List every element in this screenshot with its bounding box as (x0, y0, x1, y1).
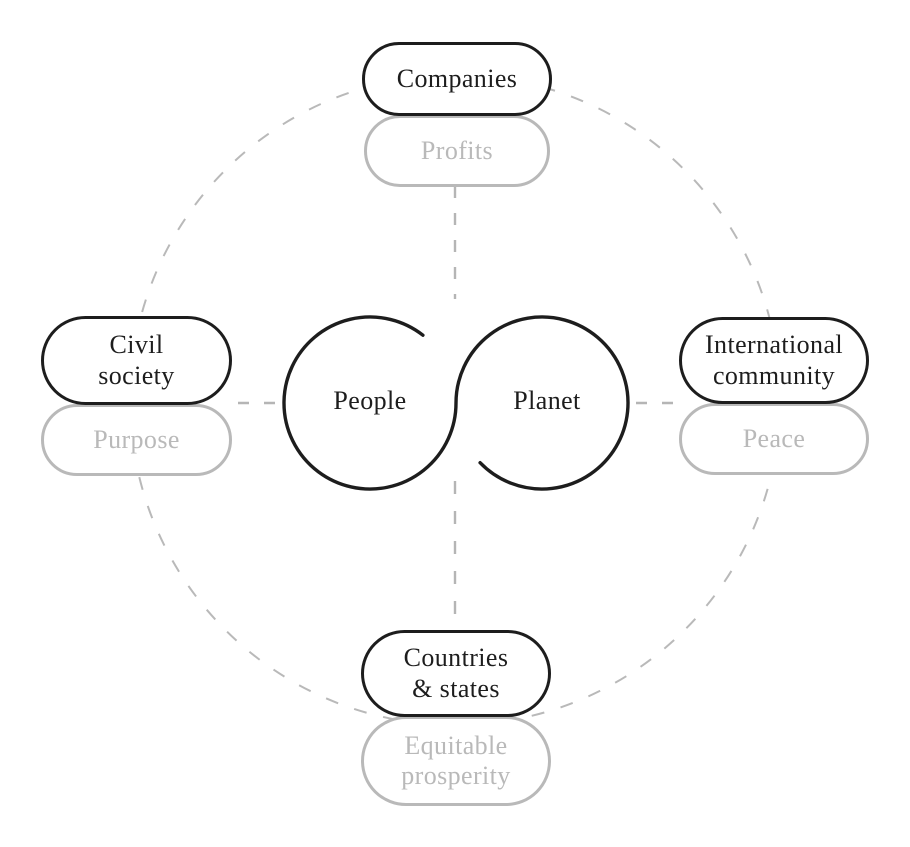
people-planet-s-curve (282, 315, 630, 491)
node-peace: Peace (679, 403, 869, 475)
node-equitable-prosperity: Equitable prosperity (361, 716, 551, 806)
node-international-community: International community (679, 317, 869, 404)
node-companies: Companies (362, 42, 552, 116)
planet-label: Planet (513, 386, 581, 415)
node-countries-states: Countries & states (361, 630, 551, 717)
people-label: People (333, 386, 407, 415)
node-purpose: Purpose (41, 404, 232, 476)
node-civil-society: Civil society (41, 316, 232, 405)
node-profits: Profits (364, 115, 550, 187)
